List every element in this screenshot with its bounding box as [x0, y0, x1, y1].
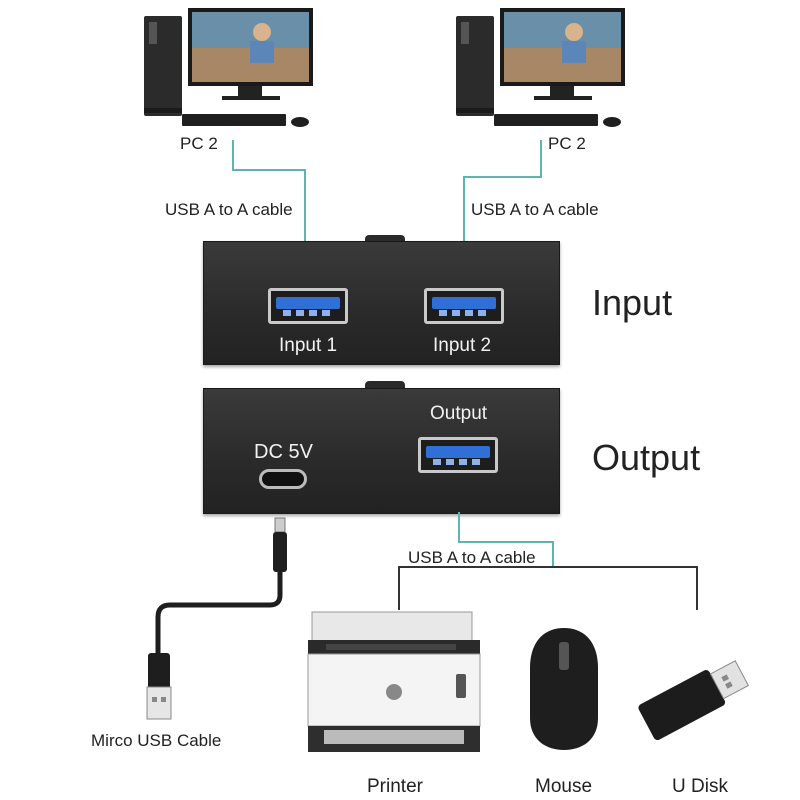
- pc-left-label: PC 2: [180, 134, 218, 153]
- cable-right-label: USB A to A cable: [471, 200, 599, 219]
- cable-left-label: USB A to A cable: [165, 200, 293, 219]
- output-port-label: Output: [430, 403, 488, 424]
- micro-usb-port: [259, 469, 307, 489]
- cable-bottom-label: USB A to A cable: [408, 548, 536, 567]
- desktop-computer-icon: [456, 8, 625, 127]
- connector-line: [458, 541, 554, 543]
- usb-port-input-1: [268, 288, 348, 324]
- input-2-label: Input 2: [433, 335, 492, 356]
- desktop-computer-icon: [144, 8, 313, 127]
- connector-line: [463, 176, 465, 241]
- input-panel: Input 1 Input 2: [203, 241, 560, 365]
- mouse-icon: [530, 628, 598, 750]
- branch-line: [398, 566, 400, 610]
- input-heading: Input: [592, 282, 673, 323]
- mouse-label: Mouse: [535, 776, 593, 797]
- dc-label: DC 5V: [254, 441, 313, 463]
- connector-line: [232, 140, 234, 170]
- switch-button: [365, 235, 405, 245]
- output-panel: DC 5V Output: [203, 388, 560, 514]
- micro-usb-cable-icon: [146, 517, 287, 720]
- connector-line: [540, 140, 542, 177]
- connector-line: [304, 169, 306, 241]
- switch-button: [365, 381, 405, 391]
- micro-cable-label: Mirco USB Cable: [91, 731, 222, 750]
- connector-line: [458, 512, 460, 542]
- connector-line: [232, 169, 306, 171]
- usb-disk-icon: [638, 660, 750, 740]
- pc-right-label: PC 2: [548, 134, 586, 153]
- usb-port-input-2: [424, 288, 504, 324]
- connector-line: [552, 541, 554, 567]
- connector-line: [463, 176, 542, 178]
- udisk-label: U Disk: [672, 776, 728, 797]
- pc-left: [140, 8, 320, 133]
- pc-right: [452, 8, 632, 133]
- usb-port-output: [418, 437, 498, 473]
- input-1-label: Input 1: [279, 335, 338, 356]
- printer-icon: [307, 611, 481, 752]
- branch-line: [398, 566, 698, 568]
- branch-line: [696, 566, 698, 610]
- output-heading: Output: [592, 437, 701, 478]
- printer-label: Printer: [367, 776, 423, 797]
